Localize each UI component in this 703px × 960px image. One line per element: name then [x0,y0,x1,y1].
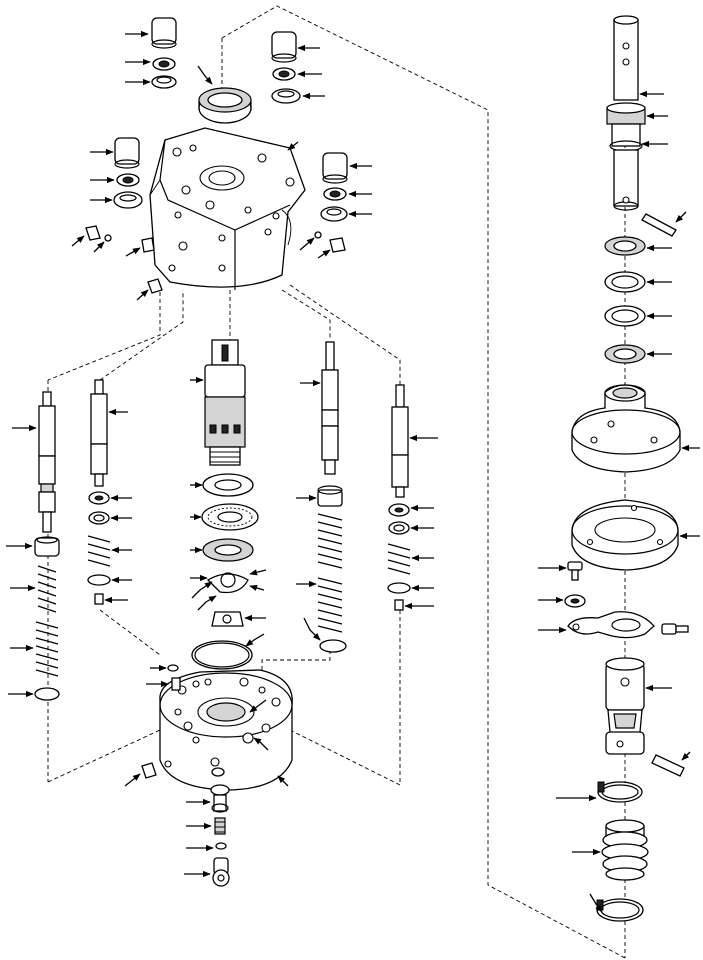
body-plugs [85,225,346,294]
steering-pin [641,213,677,237]
adapter-plate [571,499,679,571]
mid-right-stack [320,152,348,222]
center-right-spool-valve [317,341,347,653]
leader-arrows-column [538,90,700,913]
center-seal-ring [198,87,252,124]
check-valve-stack [210,784,230,887]
mid-left-stack [113,137,143,209]
upper-right-stack [271,31,301,104]
right-spool-valve [387,384,411,611]
upper-valve-body [149,127,306,290]
rubber-boot [601,819,649,881]
upper-left-stack [151,17,177,89]
hose-clamp-upper [597,781,643,803]
column-lever [567,611,655,639]
leader-arrows-upper [71,30,372,301]
left-spool-valve [34,391,60,701]
center-oring [191,640,253,670]
lower-valve-body [159,669,293,791]
center-bearing-stack [201,473,259,627]
second-spool-valve [87,379,111,605]
column-bearing-stack [604,236,646,364]
center-rotor [204,339,246,466]
lower-body-small-parts [141,664,225,779]
column-flange [571,384,681,473]
column-screws [564,561,689,635]
hose-clamp-lower [596,898,644,922]
u-joint [605,657,645,755]
leader-arrows-middle [6,376,438,878]
steering-shaft [606,15,646,211]
u-joint-pin [651,754,685,777]
